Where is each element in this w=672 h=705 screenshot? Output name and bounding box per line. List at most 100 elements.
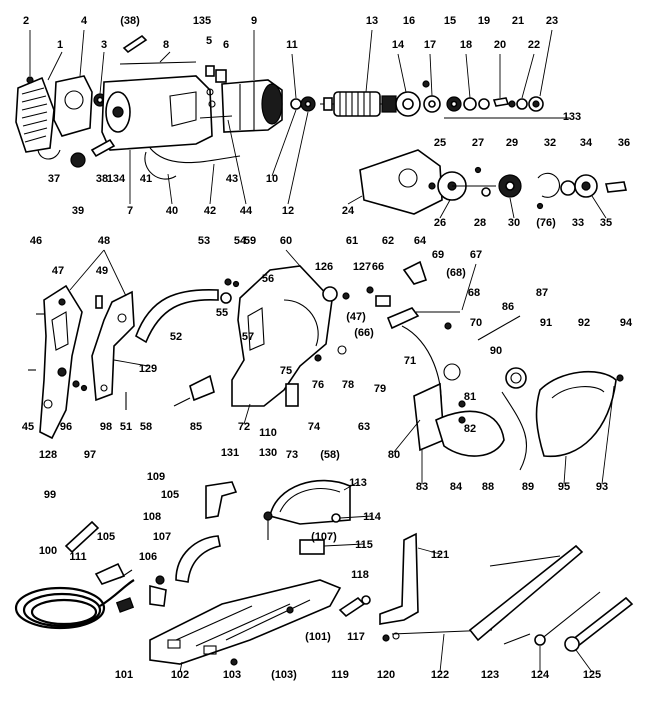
clip-5 [205, 65, 215, 77]
part-label: 19 [478, 15, 490, 27]
part-label: 84 [450, 481, 463, 493]
part-label: 123 [481, 669, 499, 681]
cable-42 [149, 147, 241, 164]
rod-86 [477, 315, 521, 341]
part-label: 105 [161, 489, 179, 501]
part-label: 12 [282, 205, 294, 217]
part-label: 109 [147, 471, 165, 483]
arc-bracket-108 [175, 535, 221, 583]
part-label: 68 [468, 287, 480, 299]
cap-39 [70, 152, 86, 168]
ring-22 [516, 98, 528, 110]
pin-58 [173, 397, 191, 407]
spring-89 [501, 391, 528, 471]
part-label: 22 [528, 39, 540, 51]
screw-44 [199, 115, 233, 119]
part-label: 24 [342, 205, 355, 217]
part-label: 115 [355, 539, 373, 551]
part-label: 95 [558, 481, 570, 493]
part-label: (68) [446, 267, 466, 279]
part-label: 48 [98, 235, 110, 247]
part-label: 114 [363, 511, 382, 523]
nut-114 [331, 513, 341, 523]
knob-109 [205, 481, 238, 519]
part-label: 43 [226, 173, 238, 185]
part-label: (66) [354, 327, 374, 339]
part-label: 38 [96, 173, 108, 185]
part-label: 63 [358, 421, 370, 433]
part-label: 60 [280, 235, 292, 247]
part-label: 91 [540, 317, 552, 329]
brush-cover [53, 75, 93, 137]
part-label: 58 [140, 421, 152, 433]
part-97 [80, 384, 88, 392]
part-label: 83 [416, 481, 428, 493]
part-label: 7 [127, 205, 133, 217]
part-label: 126 [315, 261, 333, 273]
part-label: 2 [23, 15, 29, 27]
part-label: 70 [470, 317, 482, 329]
part-label: 23 [546, 15, 558, 27]
power-cord-100 [14, 579, 135, 630]
part-label: 35 [600, 217, 612, 229]
lever-106 [149, 584, 167, 607]
motor-housing [101, 75, 213, 151]
part-label: 72 [238, 421, 250, 433]
part-label: 122 [431, 669, 449, 681]
ring-19 [478, 98, 490, 110]
part-label: 64 [414, 235, 427, 247]
guard-95 [535, 370, 617, 458]
part-label: 106 [139, 551, 157, 563]
part-82 [458, 416, 466, 424]
screw-2 [26, 76, 34, 84]
part-label: 78 [342, 379, 354, 391]
part-label: 47 [52, 265, 64, 277]
part-label: 34 [580, 137, 593, 149]
base-group [14, 479, 634, 666]
part-54 [232, 280, 240, 288]
part-label: 125 [583, 669, 601, 681]
part-label: 21 [512, 15, 524, 27]
part-label: 124 [531, 669, 550, 681]
part-label: (103) [271, 669, 297, 681]
ring-33 [560, 180, 576, 196]
screw-76b [314, 354, 322, 362]
part-label: 111 [69, 551, 86, 563]
part-label: 40 [166, 205, 178, 217]
ring-21 [508, 100, 516, 108]
spanner-125 [570, 596, 634, 648]
part-62 [366, 286, 374, 294]
part-label: 102 [171, 669, 189, 681]
part-label: (107) [311, 531, 337, 543]
screw-103b [286, 606, 294, 614]
part-label: 49 [96, 265, 108, 277]
part-label: 62 [382, 235, 394, 247]
washer-135b [208, 100, 216, 108]
part-label: 97 [84, 449, 96, 461]
part-label: 36 [618, 137, 630, 149]
part-label: 81 [464, 391, 476, 403]
block-115 [299, 539, 325, 555]
part-127 [342, 292, 350, 300]
part-label: 87 [536, 287, 548, 299]
long-screw-8 [119, 61, 197, 65]
part-label: 59 [244, 235, 256, 247]
part-label: (58) [320, 449, 340, 461]
spring-37 [37, 149, 61, 160]
handle-half-128 [39, 284, 83, 440]
part-label: 101 [115, 669, 133, 681]
bearing-3-bore [96, 96, 104, 104]
part-label: 56 [262, 273, 274, 285]
part-label: 90 [490, 345, 502, 357]
part-label: 45 [22, 421, 34, 433]
housing-bearing-center [112, 106, 124, 118]
screw-94 [616, 374, 624, 382]
part-label: 11 [286, 39, 298, 51]
part-label: 25 [434, 137, 446, 149]
bearing-11 [290, 98, 302, 110]
part-label: 5 [206, 35, 212, 47]
spring-91 [505, 367, 527, 389]
screw-103 [230, 658, 238, 666]
